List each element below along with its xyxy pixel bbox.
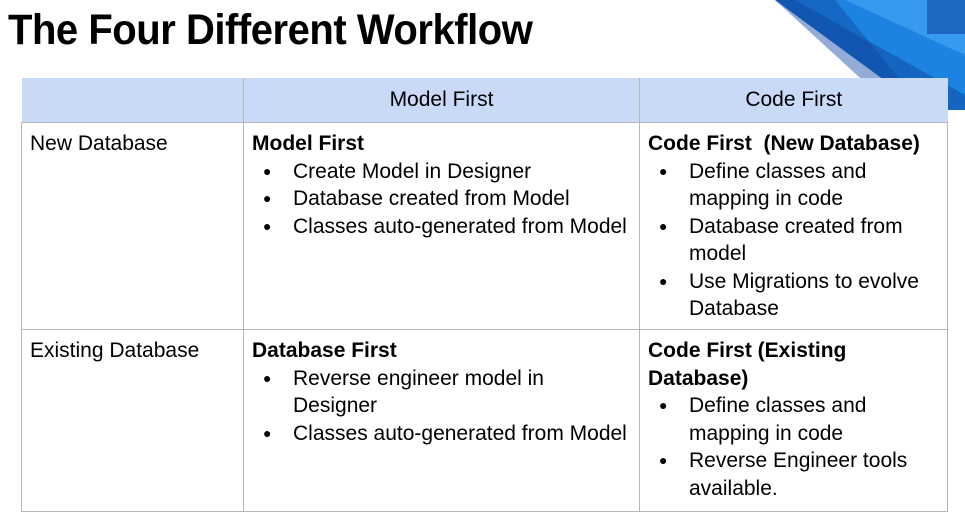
header-model-first: Model First <box>243 78 640 123</box>
cell-heading: Model First <box>252 132 365 155</box>
table-row: Existing Database Database First Reverse… <box>21 329 948 512</box>
list-item: Reverse engineer model in Designer <box>263 365 632 420</box>
list-item: Use Migrations to evolve Database <box>659 268 940 323</box>
bullet-list: Create Model in Designer Database create… <box>252 158 632 241</box>
list-item: Define classes and mapping in code <box>659 392 940 447</box>
header-code-first: Code First <box>639 78 948 123</box>
header-corner-cell <box>21 78 244 123</box>
bullet-list: Reverse engineer model in Designer Class… <box>252 365 632 448</box>
list-item: Create Model in Designer <box>263 158 632 186</box>
cell-code-first-existing-database: Code First (Existing Database) Define cl… <box>639 329 948 512</box>
list-item: Classes auto-generated from Model <box>263 420 632 448</box>
cell-code-first-new-database: Code First (New Database) Define classes… <box>639 122 948 330</box>
cell-heading: Code First (Existing Database) <box>648 339 847 390</box>
list-item: Database created from Model <box>263 185 632 213</box>
cell-heading: Code First (New Database) <box>648 132 920 155</box>
bullet-list: Define classes and mapping in code Rever… <box>648 392 940 502</box>
workflow-table: Model First Code First New Database Mode… <box>21 78 948 512</box>
slide-title: The Four Different Workflow <box>8 6 533 54</box>
table-row: New Database Model First Create Model in… <box>21 122 948 330</box>
list-item: Classes auto-generated from Model <box>263 213 632 241</box>
row-label-existing-database: Existing Database <box>21 329 244 512</box>
row-label-new-database: New Database <box>21 122 244 330</box>
list-item: Define classes and mapping in code <box>659 158 940 213</box>
cell-database-first: Database First Reverse engineer model in… <box>243 329 640 512</box>
list-item: Reverse Engineer tools available. <box>659 447 940 502</box>
cell-heading: Database First <box>252 339 397 362</box>
cell-model-first: Model First Create Model in Designer Dat… <box>243 122 640 330</box>
bullet-list: Define classes and mapping in code Datab… <box>648 158 940 323</box>
table-header-row: Model First Code First <box>21 78 948 123</box>
list-item: Database created from model <box>659 213 940 268</box>
